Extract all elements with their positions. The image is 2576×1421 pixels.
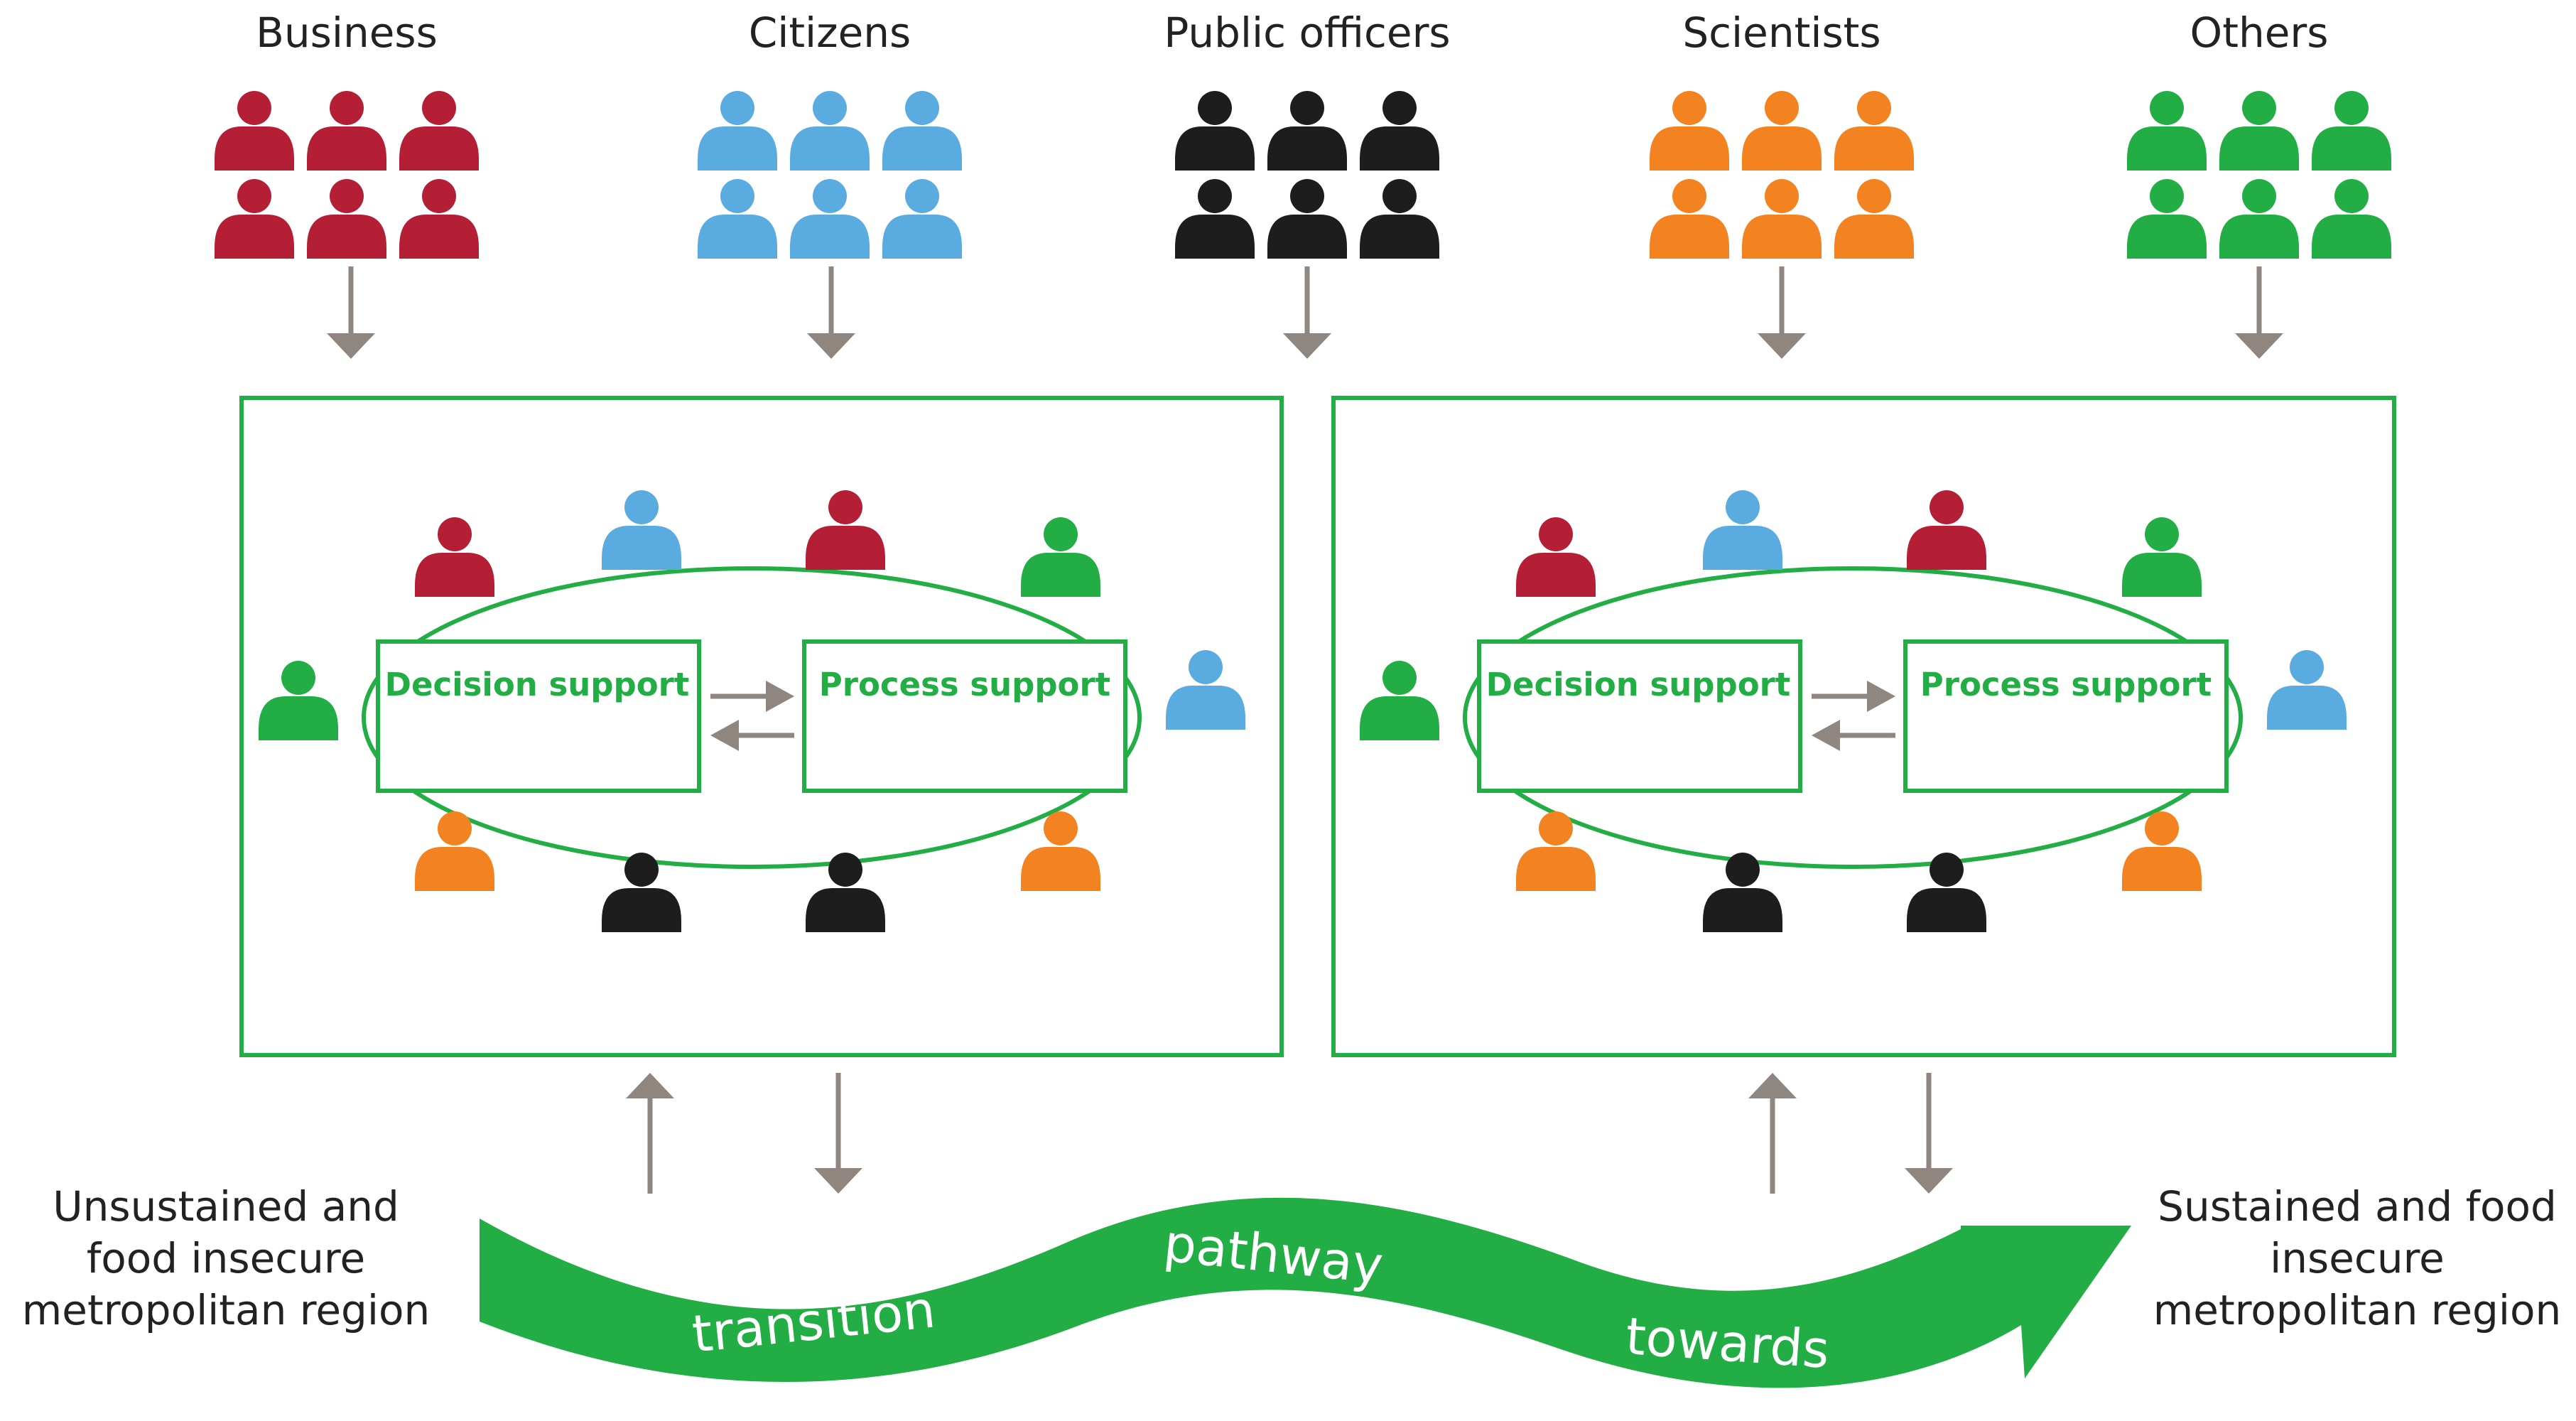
person-icon-citizens: [698, 91, 777, 171]
pathway-arrow: [480, 1197, 2131, 1388]
panel-1-participant-icon: [602, 853, 681, 932]
panel-2-decision-box: [1477, 639, 1802, 793]
person-icon-scientists: [1742, 179, 1822, 259]
person-icon-business: [399, 91, 479, 171]
person-icon-citizens: [882, 91, 962, 171]
panel-2-participant-icon: [2267, 650, 2347, 730]
person-icon-public-officers: [1360, 91, 1439, 171]
person-icon-others: [2312, 179, 2391, 259]
panel-2-participant-icon: [1907, 490, 1986, 570]
group-label-citizens: Citizens: [748, 9, 911, 57]
panel-1-participant-icon: [806, 853, 885, 932]
person-icon-business: [307, 91, 386, 171]
down-arrow-scientists: [1758, 266, 1806, 359]
person-icon-others: [2127, 91, 2207, 171]
person-icon-scientists: [1650, 179, 1729, 259]
down-arrow-others: [2235, 266, 2283, 359]
person-icon-scientists: [1834, 91, 1914, 171]
person-icon-scientists: [1650, 91, 1729, 171]
person-icon-scientists: [1834, 179, 1914, 259]
person-icon-scientists: [1742, 91, 1822, 171]
panel-1-frame: [239, 396, 1284, 1057]
start-state-label: Unsustained and food insecure metropolit…: [21, 1182, 431, 1334]
person-icon-public-officers: [1267, 91, 1347, 171]
group-label-public-officers: Public officers: [1164, 9, 1451, 57]
panel-1-left-arrow: [710, 720, 794, 751]
person-icon-others: [2219, 179, 2299, 259]
pathway-word-towards: towards: [1624, 1306, 1831, 1380]
panel-2-table-ellipse: [1463, 566, 2243, 869]
person-icon-business: [307, 179, 386, 259]
person-icon-business: [215, 179, 294, 259]
panel-2-right-arrow: [1812, 681, 1895, 712]
person-icon-business: [215, 91, 294, 171]
panel-1-participant-icon: [602, 490, 681, 570]
panel-2-frame: [1331, 396, 2396, 1057]
panel-2-participant-icon: [2122, 517, 2202, 597]
panel-2-participant-icon: [2122, 811, 2202, 891]
person-icon-citizens: [698, 179, 777, 259]
panel-1-decision-support-label: Decision support: [384, 666, 690, 703]
panel-1-up-arrow: [626, 1073, 674, 1194]
person-icon-citizens: [790, 91, 870, 171]
panel-2-up-arrow: [1748, 1073, 1797, 1194]
person-icon-public-officers: [1360, 179, 1439, 259]
panel-2-participant-icon: [1516, 811, 1596, 891]
panel-2-left-arrow: [1812, 720, 1895, 751]
panel-1-right-arrow: [710, 681, 794, 712]
person-icon-others: [2219, 91, 2299, 171]
down-arrow-business: [327, 266, 375, 359]
panel-2-participant-icon: [1703, 490, 1782, 570]
panel-1-participant-icon: [415, 811, 494, 891]
panel-1-decision-box: [376, 639, 701, 793]
person-icon-public-officers: [1175, 179, 1255, 259]
panel-2-process-support-label: Process support: [1920, 666, 2212, 703]
panel-1-participant-icon: [1021, 517, 1100, 597]
down-arrow-citizens: [807, 266, 855, 359]
panel-2-process-box: [1903, 639, 2229, 793]
panel-1-table-ellipse: [362, 566, 1142, 869]
panel-1-process-box: [802, 639, 1127, 793]
panel-2-participant-icon: [1703, 853, 1782, 932]
panel-1-process-support-label: Process support: [818, 666, 1111, 703]
panel-1-down-arrow: [814, 1073, 862, 1194]
person-icon-citizens: [790, 179, 870, 259]
group-label-business: Business: [256, 9, 438, 57]
panel-2-participant-icon: [1907, 853, 1986, 932]
end-state-label: Sustained and food insecure metropolitan…: [2153, 1182, 2562, 1334]
person-icon-citizens: [882, 179, 962, 259]
down-arrow-public-officers: [1283, 266, 1331, 359]
panel-1-participant-icon: [259, 661, 338, 740]
person-icon-public-officers: [1267, 179, 1347, 259]
person-icon-others: [2312, 91, 2391, 171]
group-label-others: Others: [2190, 9, 2329, 57]
group-label-scientists: Scientists: [1682, 9, 1881, 57]
panel-1-participant-icon: [1021, 811, 1100, 891]
panel-2-down-arrow: [1905, 1073, 1953, 1194]
panel-2-participant-icon: [1516, 517, 1596, 597]
person-icon-others: [2127, 179, 2207, 259]
panel-2-participant-icon: [1360, 661, 1439, 740]
panel-1-participant-icon: [806, 490, 885, 570]
panel-2-decision-support-label: Decision support: [1485, 666, 1791, 703]
person-icon-business: [399, 179, 479, 259]
person-icon-public-officers: [1175, 91, 1255, 171]
panel-1-participant-icon: [415, 517, 494, 597]
panel-1-participant-icon: [1166, 650, 1245, 730]
